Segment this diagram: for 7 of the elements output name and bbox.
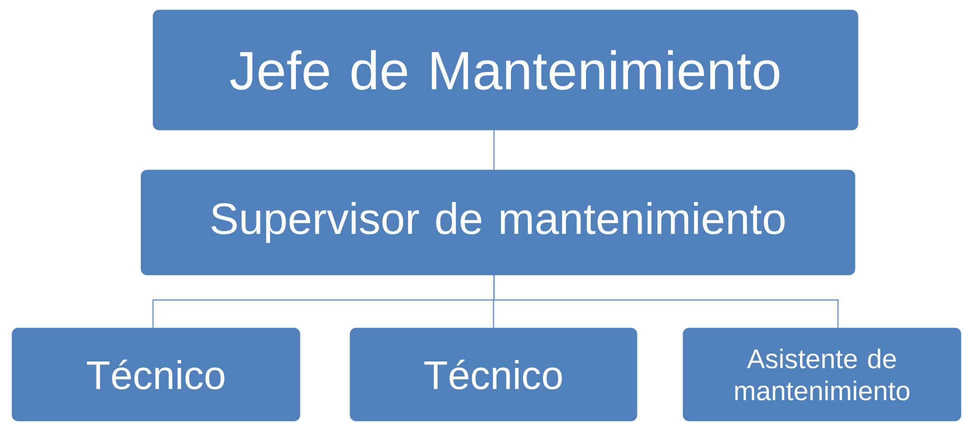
org-box: Supervisor de mantenimiento [140,170,856,276]
org-box: Jefe de Mantenimiento [152,10,858,130]
connector-line [493,275,839,328]
connector-line [493,130,495,170]
org-box: Asistente de mantenimiento [682,328,962,422]
org-box: Técnico [350,328,638,422]
org-box: Técnico [12,328,300,422]
